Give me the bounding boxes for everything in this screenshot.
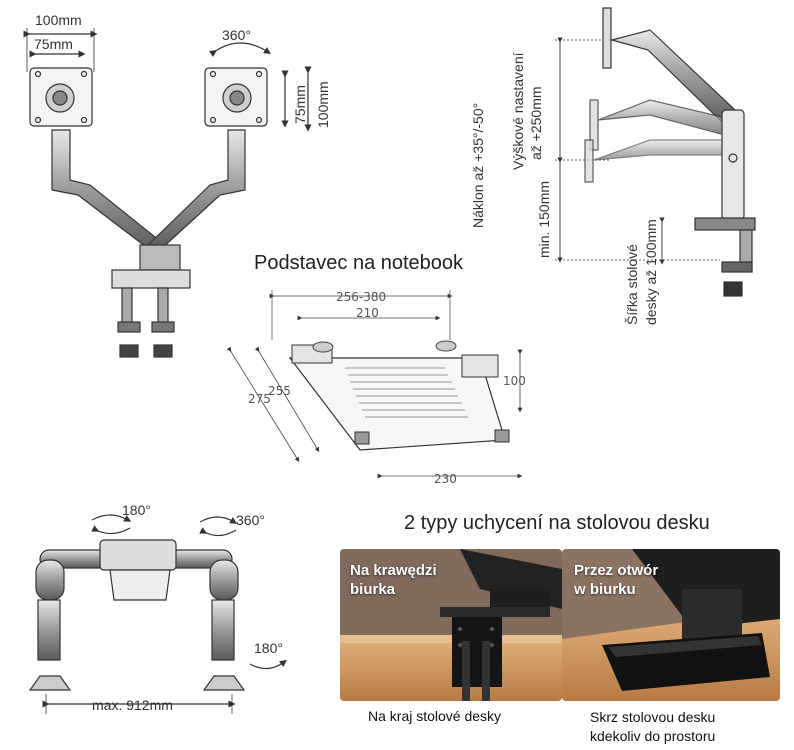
- photo-desk-edge-clamp: Na krawędzi biurka: [340, 549, 562, 701]
- side-desk-width-line1: Šířka stolové: [624, 244, 640, 325]
- caption-through-hole: Skrz stolovou desku kdekoliv do prostoru: [590, 708, 715, 746]
- photo1-label-line2: biurka: [350, 581, 396, 598]
- top-rotation-left: 180°: [122, 502, 151, 518]
- top-rotation-right: 360°: [236, 512, 265, 528]
- front-left-inner-width: 75mm: [34, 36, 73, 52]
- caption-desk-edge: Na kraj stolové desky: [368, 708, 502, 724]
- caption2-line2: kdekoliv do prostoru: [590, 728, 716, 744]
- side-desk-width-line2: desky až 100mm: [643, 219, 659, 325]
- notebook-tray-drawing: [226, 290, 523, 479]
- photo-through-hole-art: [562, 549, 780, 701]
- notebook-dim-left-inner: 255: [268, 384, 291, 398]
- photo1-label: Na krawędzi biurka: [350, 561, 437, 599]
- top-rotation-side: 180°: [254, 640, 283, 656]
- notebook-dim-top-inner: 210: [356, 306, 379, 320]
- side-height-adjust-line2: až +250mm: [528, 86, 544, 160]
- caption2-line1: Skrz stolovou desku: [590, 709, 716, 725]
- top-max-width: max. 912mm: [92, 697, 173, 713]
- notebook-dim-left-outer: 275: [248, 392, 271, 406]
- front-right-outer-height: 100mm: [315, 81, 331, 128]
- front-left-outer-width: 100mm: [35, 12, 82, 28]
- photo2-label: Przez otwór w biurku: [574, 561, 658, 599]
- side-view-drawing: [555, 7, 756, 297]
- mounting-title: 2 typy uchycení na stolovou desku: [404, 512, 710, 534]
- photo2-label-line1: Przez otwór: [574, 562, 659, 579]
- side-height-adjust-line1: Výškové nastavení: [510, 52, 526, 170]
- side-tilt-label: Náklon až +35°/-50°: [470, 102, 486, 228]
- photo-through-hole-mount: Przez otwór w biurku: [562, 549, 780, 701]
- front-right-inner-height: 75mm: [292, 85, 308, 124]
- top-view-drawing: [28, 514, 287, 714]
- notebook-dim-top-outer: 256-380: [336, 290, 387, 304]
- photo2-label-line2: w biurku: [574, 581, 636, 598]
- photo-desk-edge-art: [340, 549, 562, 701]
- notebook-dim-bottom: 230: [434, 472, 457, 486]
- photo1-label-line1: Na krawędzi: [350, 562, 437, 579]
- front-right-rotation: 360°: [222, 27, 251, 43]
- notebook-title: Podstavec na notebook: [254, 252, 464, 274]
- side-min-height: min. 150mm: [536, 180, 552, 258]
- notebook-dim-right: 100: [503, 374, 526, 388]
- front-view-drawing: [23, 28, 312, 358]
